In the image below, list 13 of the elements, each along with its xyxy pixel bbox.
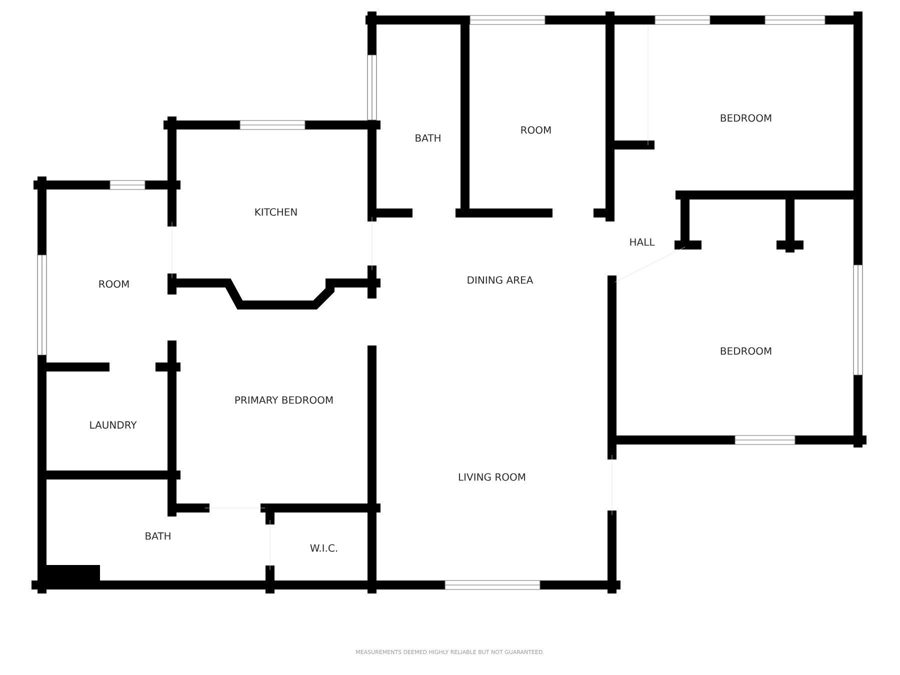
room-label: PRIMARY BEDROOM (235, 396, 333, 404)
room-label: HALL (630, 238, 655, 246)
room-label: W.I.C. (310, 544, 338, 552)
room-label: LIVING ROOM (458, 473, 526, 481)
room-label: BATH (416, 134, 440, 142)
room-label: KITCHEN (255, 208, 297, 216)
room-label: DINING AREA (468, 276, 534, 284)
room-label: ROOM (521, 126, 551, 134)
room-label: ROOM (99, 280, 129, 288)
room-label: BEDROOM (720, 347, 772, 355)
room-label: BATH (146, 532, 170, 540)
room-label: BEDROOM (720, 114, 772, 122)
room-label: LAUNDRY (90, 421, 137, 429)
